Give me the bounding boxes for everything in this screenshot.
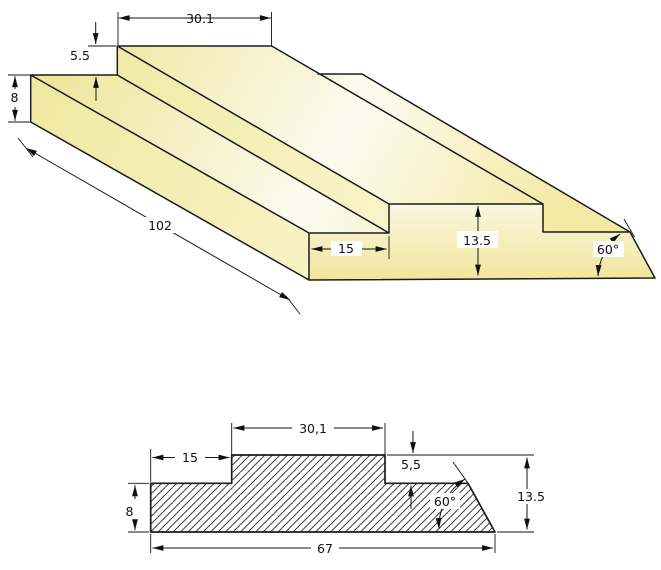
iso-label-width-top: 30.1 <box>186 11 214 26</box>
iso-label-left-height: 8 <box>11 90 19 105</box>
section-profile-outline <box>149 454 496 533</box>
iso-label-groove-width: 15 <box>338 241 354 256</box>
section-profile-hatch <box>150 455 495 532</box>
section-label-total-height: 13.5 <box>517 489 545 504</box>
section-label-bg-8 <box>123 504 137 519</box>
section-label-bg-67 <box>311 541 339 556</box>
section-extension-lines <box>128 423 534 553</box>
iso-label-bg-135 <box>457 231 498 248</box>
section-label-bg-60 <box>430 493 460 509</box>
section-label-left-height: 8 <box>126 504 134 519</box>
section-label-total-width: 67 <box>317 541 333 556</box>
iso-extension-lines <box>8 12 635 315</box>
section-label-chamfer-angle: 60° <box>434 494 456 509</box>
iso-label-length: 102 <box>148 218 172 233</box>
section-label-step-depth: 5,5 <box>401 457 421 472</box>
right-step-top-face <box>318 74 630 232</box>
section-label-width-top: 30,1 <box>299 421 327 436</box>
riser-face <box>117 46 390 233</box>
iso-label-chamfer-angle: 60° <box>597 242 619 257</box>
section-label-step-width: 15 <box>182 450 198 465</box>
section-label-bg-301 <box>292 421 334 436</box>
section-label-bg-135 <box>511 489 551 504</box>
section-view: 15 30,1 5,5 8 60° 13.5 67 <box>123 421 551 556</box>
iso-label-bg-15 <box>331 241 362 256</box>
section-labels: 15 30,1 5,5 8 60° 13.5 67 <box>123 421 551 556</box>
section-label-bg-15 <box>175 450 205 465</box>
iso-labels: 30.1 5.5 8 102 15 13.5 60° <box>8 11 624 257</box>
iso-label-bg-8 <box>8 90 22 104</box>
raised-top-face <box>117 46 544 204</box>
iso-label-total-height: 13.5 <box>463 233 491 248</box>
isometric-view: 30.1 5.5 8 102 15 13.5 60° <box>8 11 656 315</box>
iso-label-bg-60 <box>593 241 624 257</box>
iso-label-bg-102 <box>142 217 178 233</box>
iso-label-step-height: 5.5 <box>70 48 90 63</box>
section-chamfer-extension <box>452 461 469 484</box>
